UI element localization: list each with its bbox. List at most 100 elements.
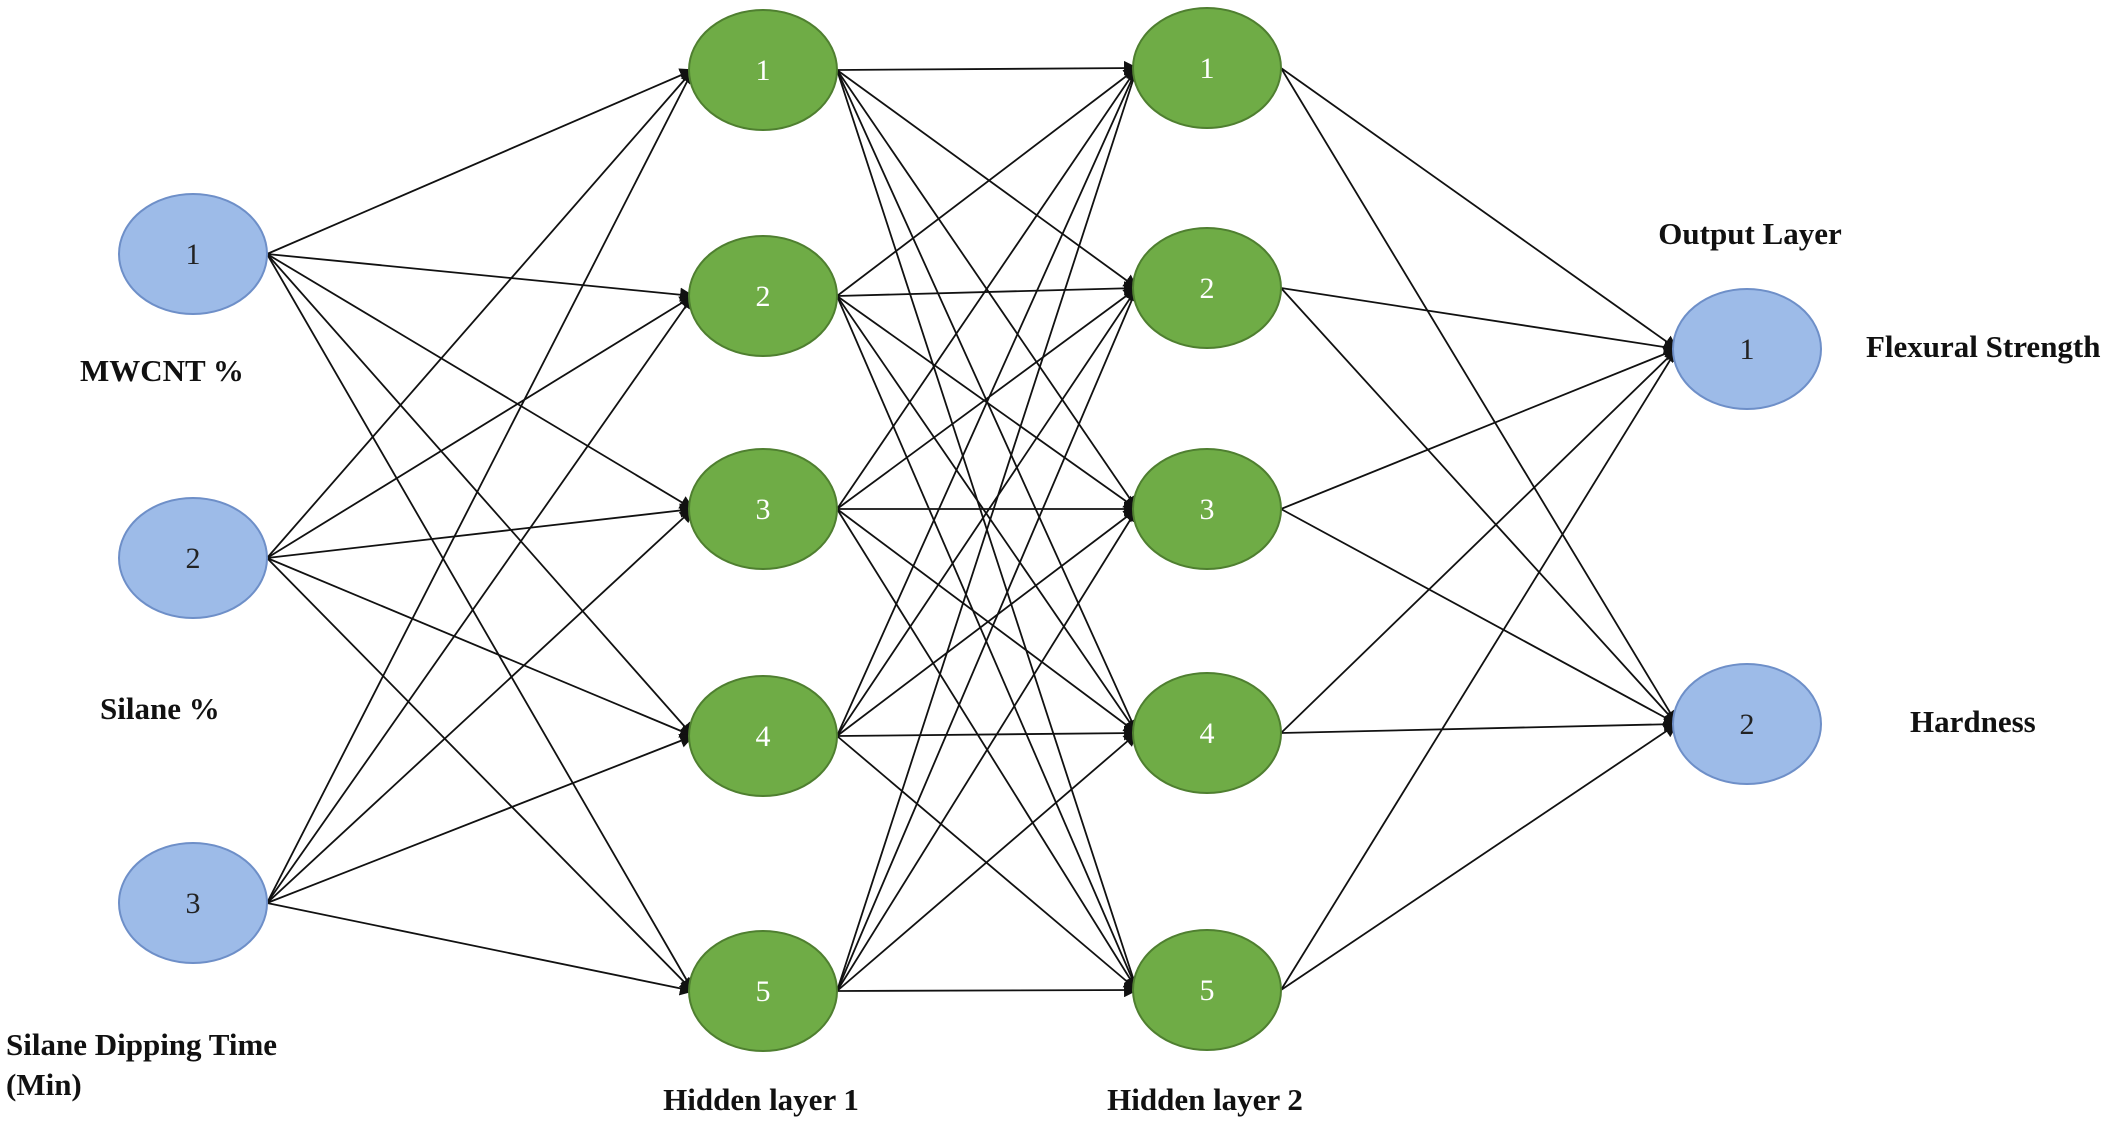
edge-hidden2-3-to-output-1	[1280, 347, 1679, 510]
hidden1-node-3-label: 3	[756, 493, 771, 526]
hidden1-node-4: 4	[688, 675, 838, 797]
edge-input-1-to-hidden1-2	[266, 253, 695, 302]
hidden2-node-4-circle	[1132, 672, 1282, 794]
hidden2-node-1-label: 1	[1200, 52, 1215, 85]
hidden2-node-3-circle	[1132, 448, 1282, 570]
edge-hidden1-5-to-hidden2-4	[836, 732, 1139, 992]
hidden2-node-1-circle	[1132, 7, 1282, 129]
edge-input-3-to-hidden1-3	[266, 508, 695, 904]
captions: MWCNT % Silane % Silane Dipping Time (Min) F…	[6, 216, 2101, 1117]
input-node-1: 1	[118, 193, 268, 315]
hidden2-node-5: 5	[1132, 929, 1282, 1051]
edge-hidden1-5-to-hidden2-1	[836, 66, 1140, 992]
edge-hidden1-3-to-hidden2-2	[836, 287, 1139, 510]
input-node-2-circle	[118, 497, 268, 619]
input-node-2-label: 2	[186, 542, 201, 575]
hidden2-node-2-circle	[1132, 227, 1282, 349]
input-caption-1: MWCNT %	[80, 353, 244, 388]
edge-input-1-to-hidden1-4	[266, 253, 694, 738]
output-title: Output Layer	[1658, 216, 1842, 251]
connection-edges	[266, 60, 1679, 998]
output-node-2-label: 2	[1740, 708, 1755, 741]
edge-input-2-to-hidden1-1	[266, 68, 694, 559]
edge-input-2-to-hidden1-4	[266, 557, 695, 738]
input-node-3: 3	[118, 842, 268, 964]
edge-hidden1-2-to-hidden2-5	[836, 295, 1139, 992]
hidden1-node-5-label: 5	[756, 975, 771, 1008]
edge-hidden2-4-to-output-2	[1280, 717, 1679, 734]
edge-hidden1-2-to-hidden2-4	[836, 295, 1138, 735]
edge-input-2-to-hidden1-3	[266, 503, 695, 559]
input-node-2: 2	[118, 497, 268, 619]
edge-hidden1-1-to-hidden2-1	[836, 60, 1139, 76]
hidden1-node-3-circle	[688, 448, 838, 570]
hidden2-node-2-label: 2	[1200, 272, 1215, 305]
edge-input-2-to-hidden1-5	[266, 557, 695, 993]
hidden1-node-3: 3	[688, 448, 838, 570]
edge-hidden2-2-to-output-1	[1280, 287, 1679, 355]
input-node-3-label: 3	[186, 887, 201, 920]
input-node-3-circle	[118, 842, 268, 964]
edge-hidden2-5-to-output-2	[1280, 723, 1679, 991]
hidden1-node-5-circle	[688, 930, 838, 1052]
output-node-1-label: 1	[1740, 333, 1755, 366]
edge-input-1-to-hidden1-3	[266, 253, 695, 510]
edge-hidden1-4-to-hidden2-4	[836, 725, 1139, 741]
edge-hidden1-3-to-hidden2-1	[836, 66, 1138, 510]
network-nodes: 1 2 3 1 2 3 4 5 1 2 3 4 5 1 2	[118, 7, 1822, 1052]
edge-hidden2-1-to-output-1	[1280, 67, 1679, 350]
edge-hidden1-5-to-hidden2-5	[836, 982, 1139, 998]
edge-hidden1-2-to-hidden2-1	[836, 67, 1139, 297]
edge-hidden2-4-to-output-1	[1280, 347, 1679, 734]
edge-hidden1-3-to-hidden2-4	[836, 508, 1139, 734]
output-node-2: 2	[1672, 663, 1822, 785]
edge-input-3-to-hidden1-1	[266, 68, 694, 904]
edge-input-3-to-hidden1-2	[266, 294, 694, 904]
hidden2-node-3: 3	[1132, 448, 1282, 570]
edge-hidden1-5-to-hidden2-3	[836, 507, 1138, 992]
edge-hidden1-4-to-hidden2-2	[836, 286, 1138, 737]
edge-hidden1-5-to-hidden2-2	[836, 286, 1139, 992]
edge-hidden1-2-to-hidden2-2	[836, 281, 1139, 297]
output-caption-2: Hardness	[1910, 704, 2036, 739]
input-node-1-label: 1	[186, 238, 201, 271]
edge-input-2-to-hidden1-2	[266, 295, 695, 559]
edge-hidden2-5-to-output-1	[1280, 347, 1678, 991]
hidden2-node-2: 2	[1132, 227, 1282, 349]
hidden2-node-3-label: 3	[1200, 493, 1215, 526]
edge-input-3-to-hidden1-5	[266, 902, 695, 996]
hidden1-node-2: 2	[688, 235, 838, 357]
hidden1-node-1: 1	[688, 9, 838, 131]
output-node-2-circle	[1672, 663, 1822, 785]
edge-input-1-to-hidden1-5	[266, 253, 694, 993]
hidden1-node-2-label: 2	[756, 280, 771, 313]
hidden2-node-5-label: 5	[1200, 974, 1215, 1007]
hidden2-node-1: 1	[1132, 7, 1282, 129]
hidden1-node-5: 5	[688, 930, 838, 1052]
hidden2-title: Hidden layer 2	[1107, 1082, 1303, 1117]
edge-hidden2-3-to-output-2	[1280, 508, 1679, 725]
input-node-1-circle	[118, 193, 268, 315]
hidden2-node-5-circle	[1132, 929, 1282, 1051]
hidden2-node-4: 4	[1132, 672, 1282, 794]
input-caption-3-line-1: Silane Dipping Time	[6, 1027, 277, 1062]
edge-hidden2-2-to-output-2	[1280, 287, 1678, 726]
input-caption-2: Silane %	[100, 691, 220, 726]
edge-hidden1-1-to-hidden2-2	[836, 69, 1139, 289]
input-caption-3-line-2: (Min)	[6, 1067, 82, 1102]
edge-input-1-to-hidden1-1	[266, 68, 695, 255]
edge-hidden2-1-to-output-2	[1280, 67, 1678, 726]
edge-hidden1-4-to-hidden2-1	[836, 66, 1139, 737]
output-caption-1: Flexural Strength	[1866, 329, 2101, 364]
edge-hidden1-4-to-hidden2-3	[836, 508, 1139, 737]
hidden1-node-4-circle	[688, 675, 838, 797]
hidden2-node-4-label: 4	[1200, 717, 1215, 750]
hidden1-title: Hidden layer 1	[663, 1082, 859, 1117]
hidden1-node-1-circle	[688, 9, 838, 131]
hidden1-node-1-label: 1	[756, 54, 771, 87]
hidden1-node-2-circle	[688, 235, 838, 357]
output-node-1-circle	[1672, 288, 1822, 410]
edge-input-3-to-hidden1-4	[266, 734, 695, 904]
hidden1-node-4-label: 4	[756, 720, 771, 753]
